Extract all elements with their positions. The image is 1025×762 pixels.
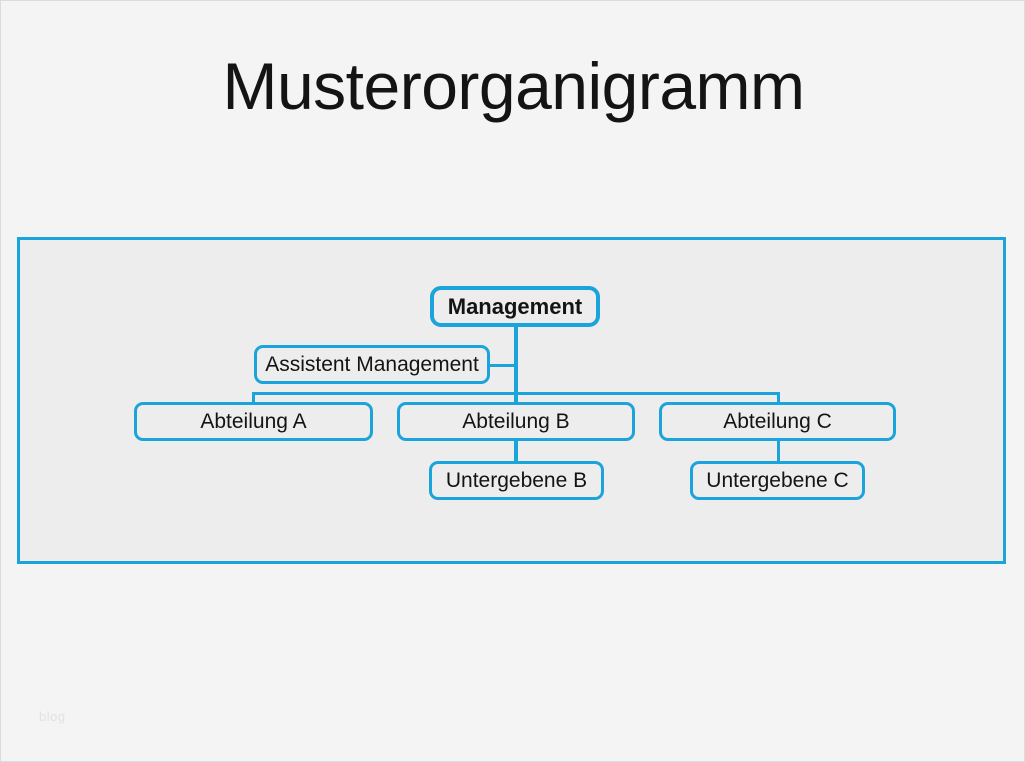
org-chart-panel: Management Assistent Management Abteilun… — [17, 237, 1006, 564]
node-management[interactable]: Management — [430, 286, 600, 327]
node-assistent-management[interactable]: Assistent Management — [254, 345, 490, 384]
node-abteilung-b[interactable]: Abteilung B — [397, 402, 635, 441]
connector-root-trunk — [514, 326, 518, 394]
node-abteilung-c[interactable]: Abteilung C — [659, 402, 896, 441]
connector-abteilung-c-to-untergebene-c — [777, 438, 780, 463]
connector-drop-abteilung-a — [252, 392, 255, 404]
node-untergebene-c[interactable]: Untergebene C — [690, 461, 865, 500]
node-abteilung-a[interactable]: Abteilung A — [134, 402, 373, 441]
connector-assistant-stub — [488, 364, 517, 367]
connector-drop-abteilung-c — [777, 392, 780, 404]
connector-drop-abteilung-b — [514, 392, 518, 404]
watermark-label: blog — [39, 709, 66, 724]
page-title: Musterorganigramm — [222, 49, 805, 123]
connector-abteilung-b-to-untergebene-b — [514, 438, 518, 463]
node-untergebene-b[interactable]: Untergebene B — [429, 461, 604, 500]
